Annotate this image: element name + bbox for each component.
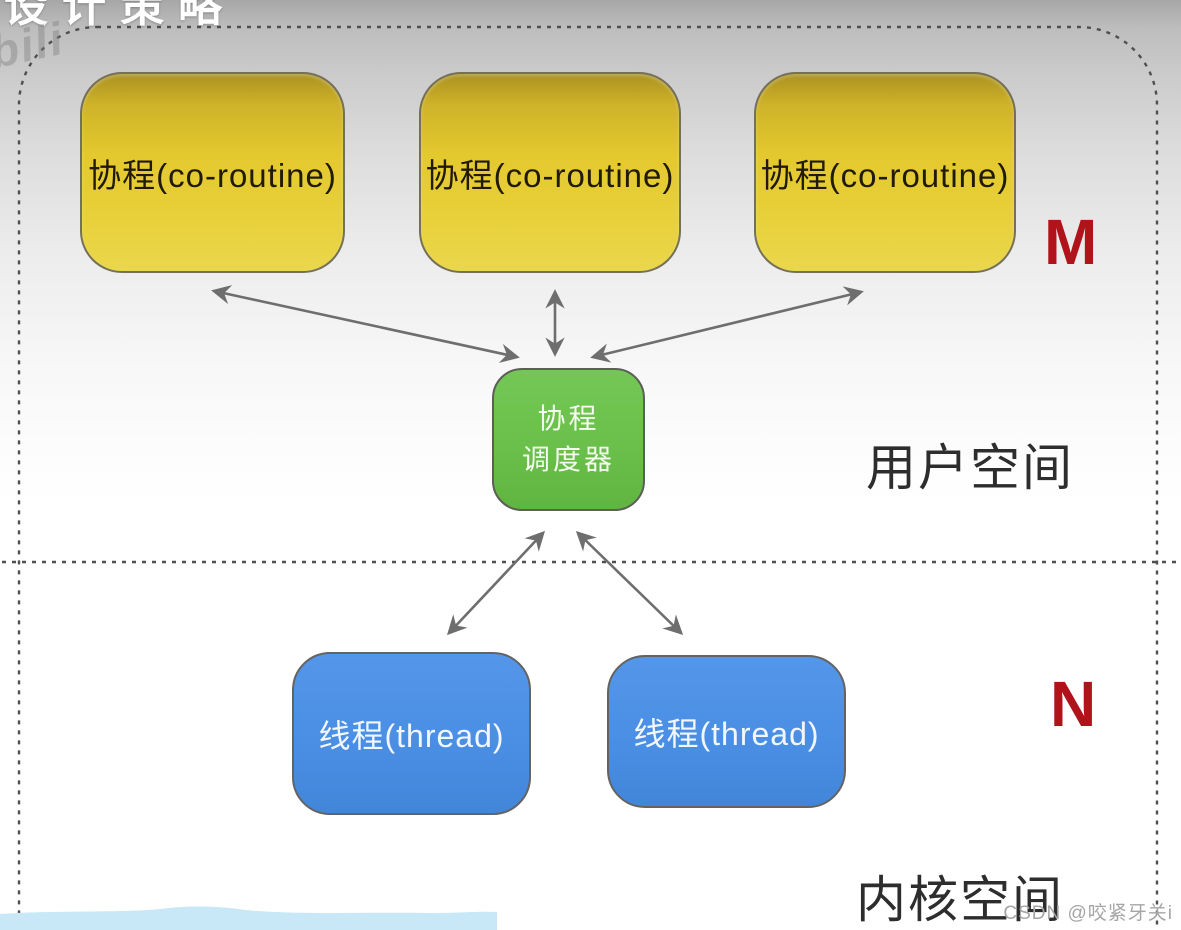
coroutine-box-1-label: 协程(co-routine) (88, 156, 337, 194)
coroutine-box-3: 协程(co-routine) (754, 72, 1016, 273)
thread-box-2-label: 线程(thread) (633, 715, 820, 752)
dashed-boundary (17, 25, 1159, 930)
m-cardinality-label: M (1044, 206, 1098, 278)
scheduler-box: 协程 调度器 (492, 368, 645, 511)
arrows (211, 285, 864, 636)
page-title: 设计策略 (4, 0, 236, 31)
arrow-scheduler-thread1 (446, 530, 546, 636)
coroutine-box-2: 协程(co-routine) (419, 72, 681, 273)
user-space-label: 用户空间 (866, 440, 1074, 496)
arrow-coroutine3-scheduler (590, 286, 864, 363)
thread-box-1-label: 线程(thread) (318, 717, 505, 754)
thread-box-2: 线程(thread) (607, 655, 846, 808)
coroutine-box-1: 协程(co-routine) (80, 72, 345, 273)
kernel-space-label: 内核空间 (856, 872, 1064, 928)
scheduler-label-line2: 调度器 (521, 443, 615, 475)
coroutine-box-2-label: 协程(co-routine) (425, 156, 675, 194)
coroutine-box-3-label: 协程(co-routine) (760, 156, 1010, 194)
n-cardinality-label: N (1050, 668, 1097, 740)
scheduler-label-line1: 协程 (537, 403, 600, 435)
bottom-wave-decoration (0, 906, 497, 930)
arrow-coroutine1-scheduler (211, 285, 520, 363)
csdn-watermark: CSDN @咬紧牙关i (1003, 903, 1173, 924)
thread-box-1: 线程(thread) (292, 652, 531, 815)
arrow-scheduler-thread2 (575, 530, 684, 636)
